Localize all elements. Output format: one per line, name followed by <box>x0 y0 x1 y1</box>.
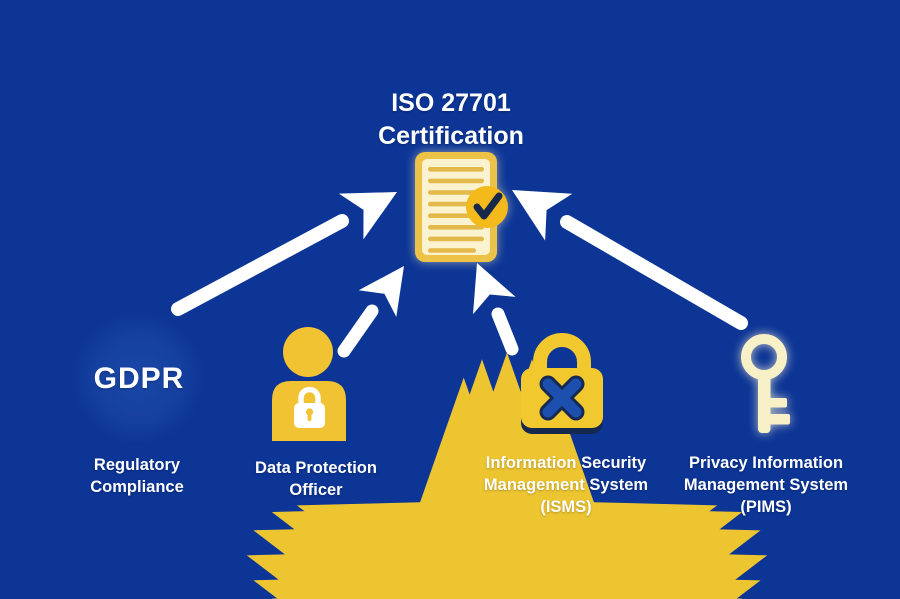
padlock-x-icon <box>521 333 603 434</box>
eu-stars-circle-icon <box>71 311 768 599</box>
person-with-lock-icon <box>272 327 346 441</box>
certificate-document-check-icon <box>415 152 508 262</box>
arrow-isms-to-certification <box>473 263 519 356</box>
arrow-dpo-to-certification <box>337 266 404 358</box>
diagram-title: ISO 27701 Certification <box>378 87 524 153</box>
title-line-2: Certification <box>378 122 524 150</box>
title-line-1: ISO 27701 <box>391 89 511 117</box>
arrow-gdpr-to-certification <box>171 192 397 316</box>
x-mark-icon <box>539 375 585 421</box>
label-regulatory-compliance: Regulatory Compliance <box>90 456 184 496</box>
key-icon <box>741 334 790 433</box>
label-isms: Information Security Management System (… <box>483 454 649 516</box>
label-pims: Privacy Information Management System (P… <box>683 454 849 516</box>
label-data-protection-officer: Data Protection Officer <box>255 459 377 499</box>
lock-on-chest-icon <box>294 386 325 428</box>
check-badge-icon <box>466 186 508 228</box>
arrow-pims-to-certification <box>512 190 748 330</box>
gdpr-emblem-text: GDPR <box>93 362 185 395</box>
